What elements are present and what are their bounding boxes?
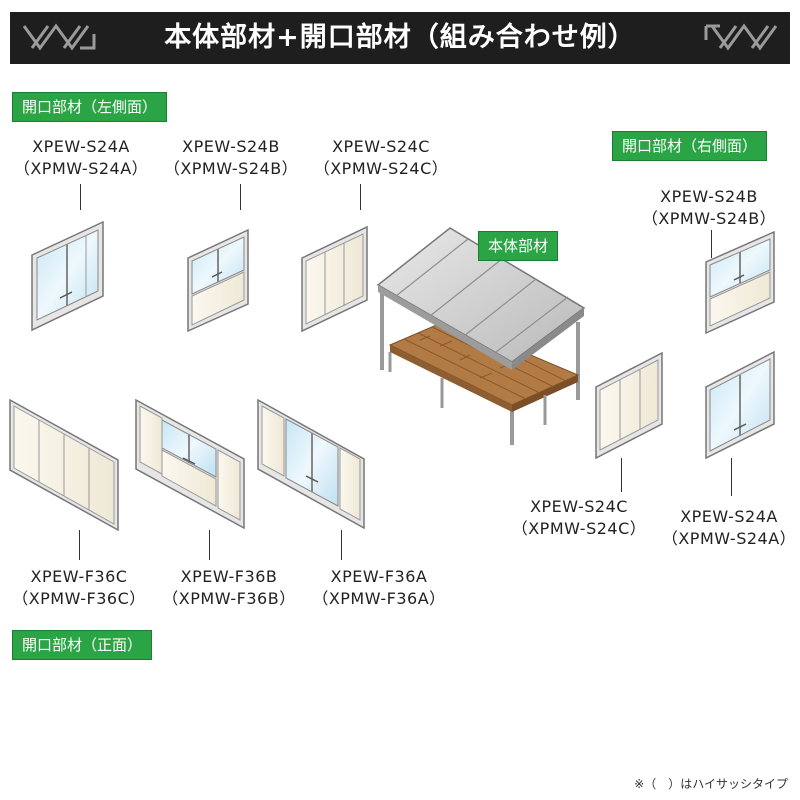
leader-left-c <box>360 184 361 210</box>
code-front-a-line1: XPEW-F36A <box>330 567 428 586</box>
label-main-body: 本体部材 <box>478 231 559 261</box>
code-right-b: XPEW-S24B （XPMW-S24B） <box>634 186 784 230</box>
code-front-c-line1: XPEW-F36C <box>30 567 128 586</box>
code-left-c: XPEW-S24C （XPMW-S24C） <box>306 136 456 180</box>
code-front-a-line2: （XPMW-F36A） <box>312 589 446 608</box>
page-title: 本体部材+開口部材（組み合わせ例） <box>164 22 636 53</box>
code-right-a-line2: （XPMW-S24A） <box>661 529 797 548</box>
leader-right-c <box>621 458 622 492</box>
label-right-side: 開口部材（右側面） <box>612 131 768 161</box>
code-front-a: XPEW-F36A （XPMW-F36A） <box>304 566 454 610</box>
label-front: 開口部材（正面） <box>12 630 153 660</box>
code-front-b-line2: （XPMW-F36B） <box>162 589 296 608</box>
panel-left-a <box>31 220 104 332</box>
leader-left-a <box>80 184 81 210</box>
code-left-c-line2: （XPMW-S24C） <box>313 159 449 178</box>
code-right-c-line2: （XPMW-S24C） <box>511 519 647 538</box>
code-left-a-line1: XPEW-S24A <box>32 137 130 156</box>
code-left-a-line2: （XPMW-S24A） <box>13 159 149 178</box>
leader-front-c <box>79 530 80 560</box>
arrows-right-decoration-icon <box>704 23 778 51</box>
leader-left-b <box>240 184 241 210</box>
code-front-c-line2: （XPMW-F36C） <box>12 589 146 608</box>
footnote: ※（ ）はハイサッシタイプ <box>634 777 788 791</box>
code-right-b-line1: XPEW-S24B <box>660 187 758 206</box>
header-banner: 本体部材+開口部材（組み合わせ例） <box>10 12 790 64</box>
panel-front-c <box>9 398 119 532</box>
panel-right-a <box>705 350 775 460</box>
main-body-structure <box>376 227 586 445</box>
panel-left-c <box>301 225 368 333</box>
panel-front-b <box>135 398 245 530</box>
panel-right-b <box>705 230 775 335</box>
code-left-b-line2: （XPMW-S24B） <box>163 159 299 178</box>
label-left-side: 開口部材（左側面） <box>12 92 168 122</box>
code-front-b-line1: XPEW-F36B <box>180 567 278 586</box>
code-left-c-line1: XPEW-S24C <box>332 137 430 156</box>
code-right-a: XPEW-S24A （XPMW-S24A） <box>654 506 800 550</box>
code-left-b: XPEW-S24B （XPMW-S24B） <box>156 136 306 180</box>
code-right-b-line2: （XPMW-S24B） <box>641 209 777 228</box>
leader-front-b <box>209 530 210 560</box>
code-front-b: XPEW-F36B （XPMW-F36B） <box>154 566 304 610</box>
code-left-a: XPEW-S24A （XPMW-S24A） <box>6 136 156 180</box>
leader-right-a <box>731 458 732 496</box>
panel-front-a <box>257 398 365 530</box>
panel-right-c <box>595 351 663 460</box>
code-left-b-line1: XPEW-S24B <box>182 137 280 156</box>
code-front-c: XPEW-F36C （XPMW-F36C） <box>4 566 154 610</box>
leader-front-a <box>341 530 342 560</box>
code-right-a-line1: XPEW-S24A <box>680 507 778 526</box>
leader-right-b <box>711 230 712 258</box>
panel-left-b <box>187 228 249 333</box>
code-right-c-line1: XPEW-S24C <box>530 497 628 516</box>
code-right-c: XPEW-S24C （XPMW-S24C） <box>504 496 654 540</box>
arrows-left-decoration-icon <box>22 23 96 51</box>
